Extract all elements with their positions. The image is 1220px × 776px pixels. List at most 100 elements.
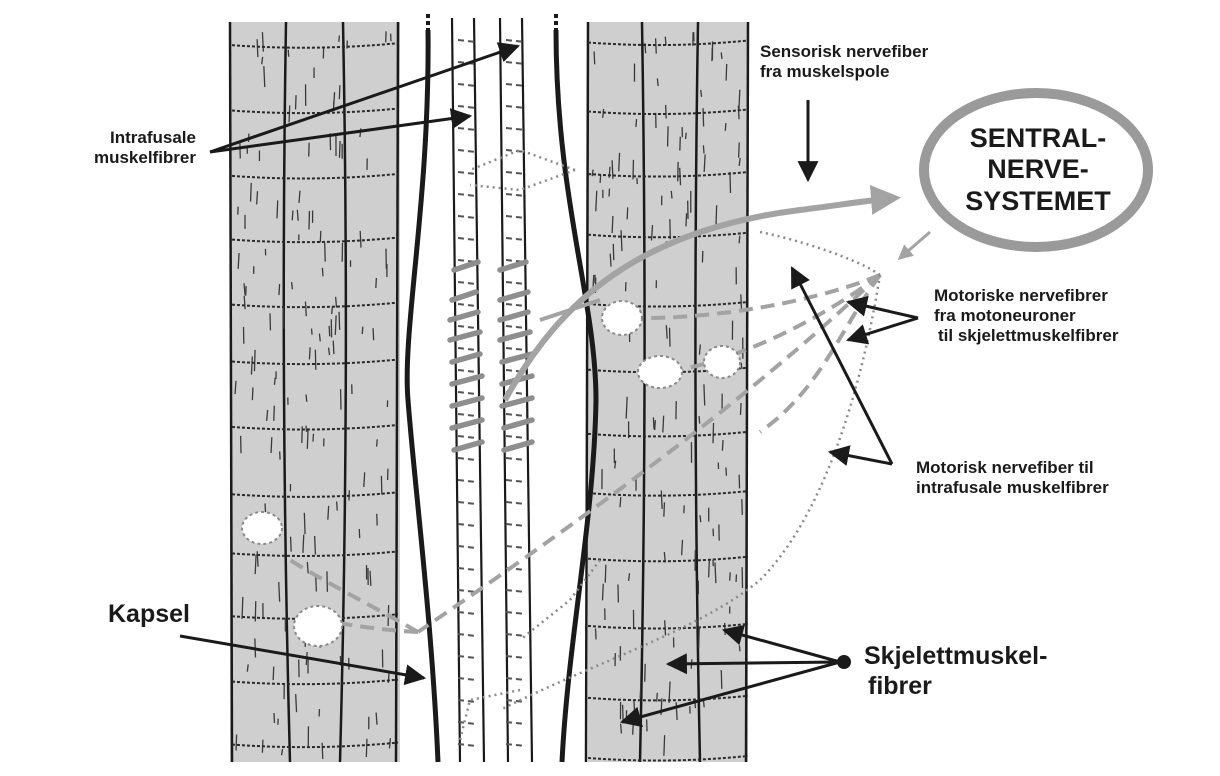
right-muscle-striation [612,216,613,233]
left-muscle-striation [247,664,248,671]
intrafusal-striation [506,326,526,328]
right-muscle-striation [739,90,740,109]
left-muscle-striation [322,268,323,276]
left-muscle-striation [277,200,278,218]
left-muscle-striation [274,406,275,421]
left-muscle-striation [252,387,253,400]
intrafusal-striation [458,370,476,372]
intrafusal-striation [458,480,476,482]
intrafusal-striation [506,238,526,240]
left-muscle-striation [306,426,307,432]
right-muscle-striation [653,417,654,429]
intrafusal-striation [506,458,526,460]
label-intrafusale-line1: Intrafusale [18,128,196,148]
right-muscle-striation [605,565,606,583]
left-muscle-striation [373,328,374,340]
left-muscle-striation [360,231,361,248]
intrafusal-striation [458,678,476,680]
intrafusal-striation [506,414,526,416]
left-muscle-striation [388,673,389,683]
left-muscle-striation [328,506,329,520]
left-muscle-striation [366,739,367,757]
right-muscle-striation [716,205,717,226]
left-muscle-striation [339,85,340,99]
arrow-motoriske-1 [848,302,918,318]
intrafusal-striation [458,172,476,174]
left-muscle-striation [251,183,252,202]
right-muscle-striation [726,468,727,476]
right-muscle-striation [715,562,716,583]
right-muscle-striation [686,133,687,139]
arrow-motorisk-intra-2 [830,452,892,464]
left-muscle-striation [238,253,239,269]
right-muscle-striation [664,502,665,516]
left-muscle-striation [273,667,274,681]
right-muscle-striation [657,693,658,702]
right-muscle-striation [596,628,597,639]
left-muscle-striation [257,551,258,566]
left-muscle-striation [339,36,340,42]
label-motoriske-line2: fra motoneuroner [934,306,1220,326]
left-muscle-striation [313,434,314,442]
label-sensorisk-nervefiber: Sensorisk nervefiber fra muskelspole [760,42,928,82]
intrafusal-striation [458,304,476,306]
left-muscle-striation [257,39,258,57]
right-muscle-striation [700,515,701,522]
left-muscle-striation [339,312,340,330]
intrafusal-striation [458,106,476,108]
left-muscle-striation [304,513,305,534]
right-muscle-striation [726,64,727,81]
intrafusal-striation [506,524,526,526]
left-muscle-striation [332,307,333,314]
label-motorisk-intra-line1: Motorisk nervefiber til [916,458,1220,478]
right-muscle-striation [703,145,704,153]
annulospiral-ending [450,262,532,450]
left-muscle-striation [337,502,338,511]
right-muscle-striation [636,119,637,127]
right-muscle-striation [730,572,731,580]
intrafusal-striation [458,458,476,460]
intrafusal-striation [506,348,526,350]
right-muscle-striation [615,461,616,469]
right-muscle-striation [664,735,665,756]
left-muscle-striation [291,537,292,552]
right-muscle-striation [738,105,739,119]
left-muscle-striation [336,297,337,308]
label-intrafusale-muskelfibrer: Intrafusale muskelfibrer [18,128,196,168]
left-muscle-striation [325,243,326,262]
label-sensorisk-line2: fra muskelspole [760,62,928,82]
left-muscle-striation [376,713,377,725]
left-muscle-striation [251,356,252,374]
left-muscle-striation [376,278,377,288]
right-muscle-striation [699,416,700,424]
label-skjelettmuskelfibrer: Skjelettmuskel- fibrer [864,642,1047,701]
right-muscle-striation [721,670,722,689]
label-sentralnervesystemet: SENTRAL- NERVE- SYSTEMET [922,96,1154,244]
left-muscle-striation [370,571,371,586]
intrafusal-striation [458,414,476,416]
intrafusal-striation [458,568,476,570]
intrafusal-striation [506,700,526,702]
intrafusal-striation [506,634,526,636]
intrafusal-striation [458,612,476,614]
intrafusal-striation [458,722,476,724]
right-muscle-striation [603,584,604,601]
label-motorisk-intra-line2: intrafusale muskelfibrer [916,478,1220,498]
right-muscle-striation [739,236,740,244]
right-muscle-striation [661,490,662,508]
left-muscle-striation [271,437,272,453]
intrafusal-striation [458,84,476,86]
right-muscle-striation [621,724,622,734]
intrafusal-striation [506,502,526,504]
left-muscle-striation [307,428,308,448]
right-skeletal-muscle-bundle [586,22,748,762]
right-muscle-striation [666,105,667,118]
intrafusal-striation [506,546,526,548]
left-muscle-striation [362,327,363,334]
right-muscle-striation [619,153,620,171]
label-motorisk-nervefiber-intrafusal: Motorisk nervefiber til intrafusale musk… [916,458,1220,498]
arrow-skjelett-2 [668,662,840,664]
intrafusal-striation [506,480,526,482]
intrafusal-fibers [450,18,532,762]
left-muscle-striation [306,395,307,402]
